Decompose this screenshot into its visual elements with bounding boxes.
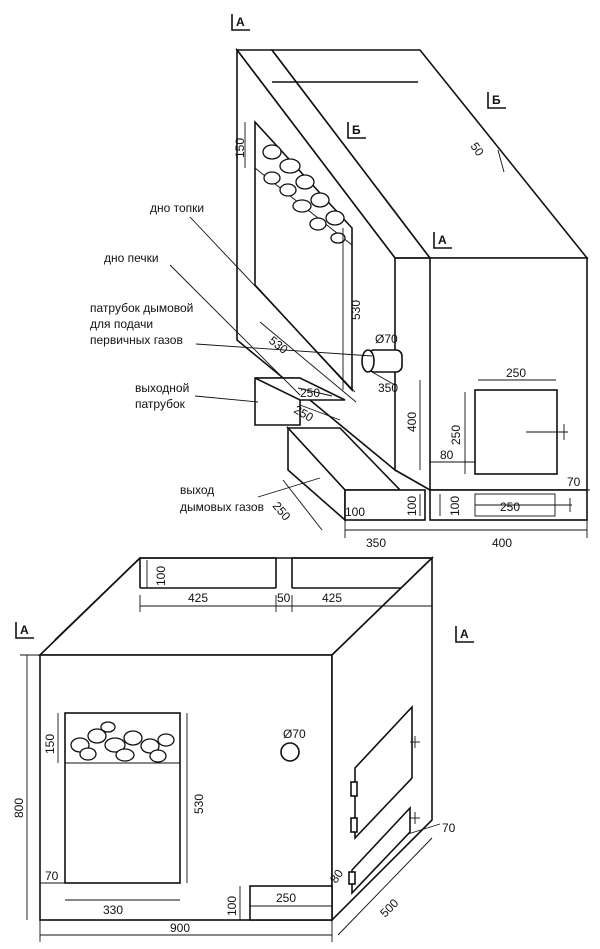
dim-base-side: 250 — [270, 499, 294, 524]
upper-dimension-values: 50 150 530 530 Ø70 350 250 250 400 250 2… — [233, 138, 581, 550]
dim-total-width: 900 — [170, 921, 190, 935]
lower-pipe-hole — [280, 742, 300, 762]
dim-top-right: 425 — [322, 591, 342, 605]
dim-pipe-diameter: Ø70 — [375, 332, 398, 346]
label-exit-line2: дымовых газов — [180, 500, 264, 514]
lower-section-marks: А А — [15, 622, 474, 643]
upper-section-marks: А Б Б А — [231, 14, 506, 249]
dim-base-height-mid: 100 — [405, 496, 419, 516]
dim-total-height: 800 — [12, 798, 26, 818]
lower-stove-view: А А 100 425 50 425 800 150 530 Ø70 70 33… — [12, 556, 474, 942]
dim-top-gap: 50 — [277, 591, 291, 605]
label-firebox-bottom: дно топки — [150, 201, 204, 215]
dim-firebox-height: 530 — [349, 300, 363, 320]
section-a-right: А — [438, 233, 447, 247]
label-stove-bottom: дно печки — [104, 251, 159, 265]
upper-labels: дно топки дно печки патрубок дымовой для… — [90, 201, 264, 514]
lower-front-face — [39, 654, 333, 921]
label-outlet-line1: выходной — [135, 381, 189, 395]
upper-base-left — [344, 489, 426, 521]
dim-ash-offset: 70 — [567, 475, 581, 489]
section-b-middle: Б — [352, 123, 361, 137]
dim-base-length-right: 400 — [492, 536, 512, 550]
dim-door-offset: 80 — [440, 448, 454, 462]
dim-firebox-height: 530 — [192, 794, 206, 814]
dim-base-height-right: 100 — [448, 496, 462, 516]
dim-pipe-diameter: Ø70 — [283, 727, 306, 741]
label-exit-line1: выход — [180, 483, 214, 497]
lower-stones — [70, 721, 175, 763]
dim-ash-offset: 70 — [442, 821, 456, 835]
dim-top-left: 425 — [188, 591, 208, 605]
dim-ash-width: 250 — [276, 891, 296, 905]
dim-base-length-left: 350 — [366, 536, 386, 550]
section-b-right: Б — [492, 93, 501, 107]
section-a-lower-right: А — [460, 627, 469, 641]
upper-stones — [262, 144, 346, 244]
dim-left-offset: 70 — [45, 869, 59, 883]
dim-top-height: 100 — [154, 566, 168, 586]
upper-dimension-lines — [169, 122, 590, 538]
dim-base-height-left: 100 — [345, 505, 365, 519]
label-pipe-line1: патрубок дымовой — [90, 301, 193, 315]
lower-side-door — [354, 704, 413, 841]
dim-stone-height: 150 — [233, 138, 247, 158]
dim-door-width: 250 — [506, 366, 526, 380]
dim-ash-width: 250 — [500, 500, 520, 514]
lower-base-block — [249, 885, 333, 921]
label-outlet-line2: патрубок — [135, 397, 186, 411]
lower-ash-door — [351, 805, 411, 896]
dim-depth: 500 — [377, 896, 401, 920]
label-pipe-line2: для подачи — [90, 317, 153, 331]
dim-outlet-width: 250 — [300, 386, 320, 400]
dim-firebox-width: 330 — [103, 903, 123, 917]
label-pipe-line3: первичных газов — [90, 333, 183, 347]
dim-base-height: 100 — [225, 896, 239, 916]
dim-pipe-position: 350 — [378, 381, 398, 395]
dim-door-height: 250 — [449, 425, 463, 445]
lower-dimension-lines — [20, 560, 441, 942]
section-a-top: А — [236, 15, 245, 29]
dim-stone-height: 150 — [43, 734, 57, 754]
dim-outlet-height: 400 — [405, 412, 419, 432]
upper-stove-view: А Б Б А дно топки дно печки патрубок дым… — [90, 14, 590, 550]
lower-firebox-opening — [64, 712, 181, 884]
section-a-lower-left: А — [20, 623, 29, 637]
